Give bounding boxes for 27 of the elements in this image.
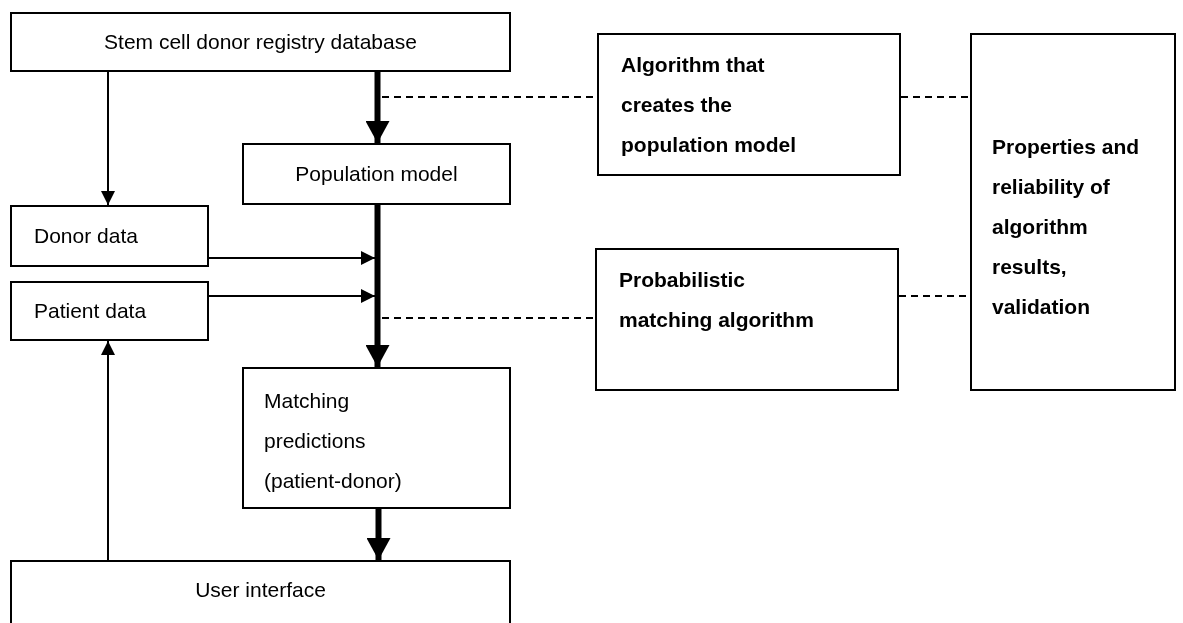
box-label: Population model [294,161,459,187]
box-label: Matching predictions (patient-donor) [264,388,403,494]
thick-arrow [366,509,391,560]
dashed-line [900,96,971,98]
arrow [101,71,115,206]
box-label: Probabilistic matching algorithm [619,267,815,333]
process-box [242,367,511,509]
process-box [10,560,511,623]
process-box [10,281,209,341]
thick-arrow [365,205,390,367]
arrow [101,340,115,561]
box-label: Algorithm that creates the population model [621,52,797,158]
box-label: User interface [194,577,327,603]
process-box [10,205,209,267]
process-box [597,33,901,176]
thick-arrow [365,72,390,143]
box-label: Patient data [34,298,148,324]
dashed-line [381,317,596,319]
process-box [242,143,511,205]
box-label: Donor data [34,223,139,249]
arrow [208,251,376,265]
box-label: Stem cell donor registry database [103,29,418,55]
arrow [208,289,376,303]
process-box [10,12,511,72]
box-label: Properties and reliability of algorithm results, validation [992,134,1141,320]
process-box [970,33,1176,391]
process-box [595,248,899,391]
